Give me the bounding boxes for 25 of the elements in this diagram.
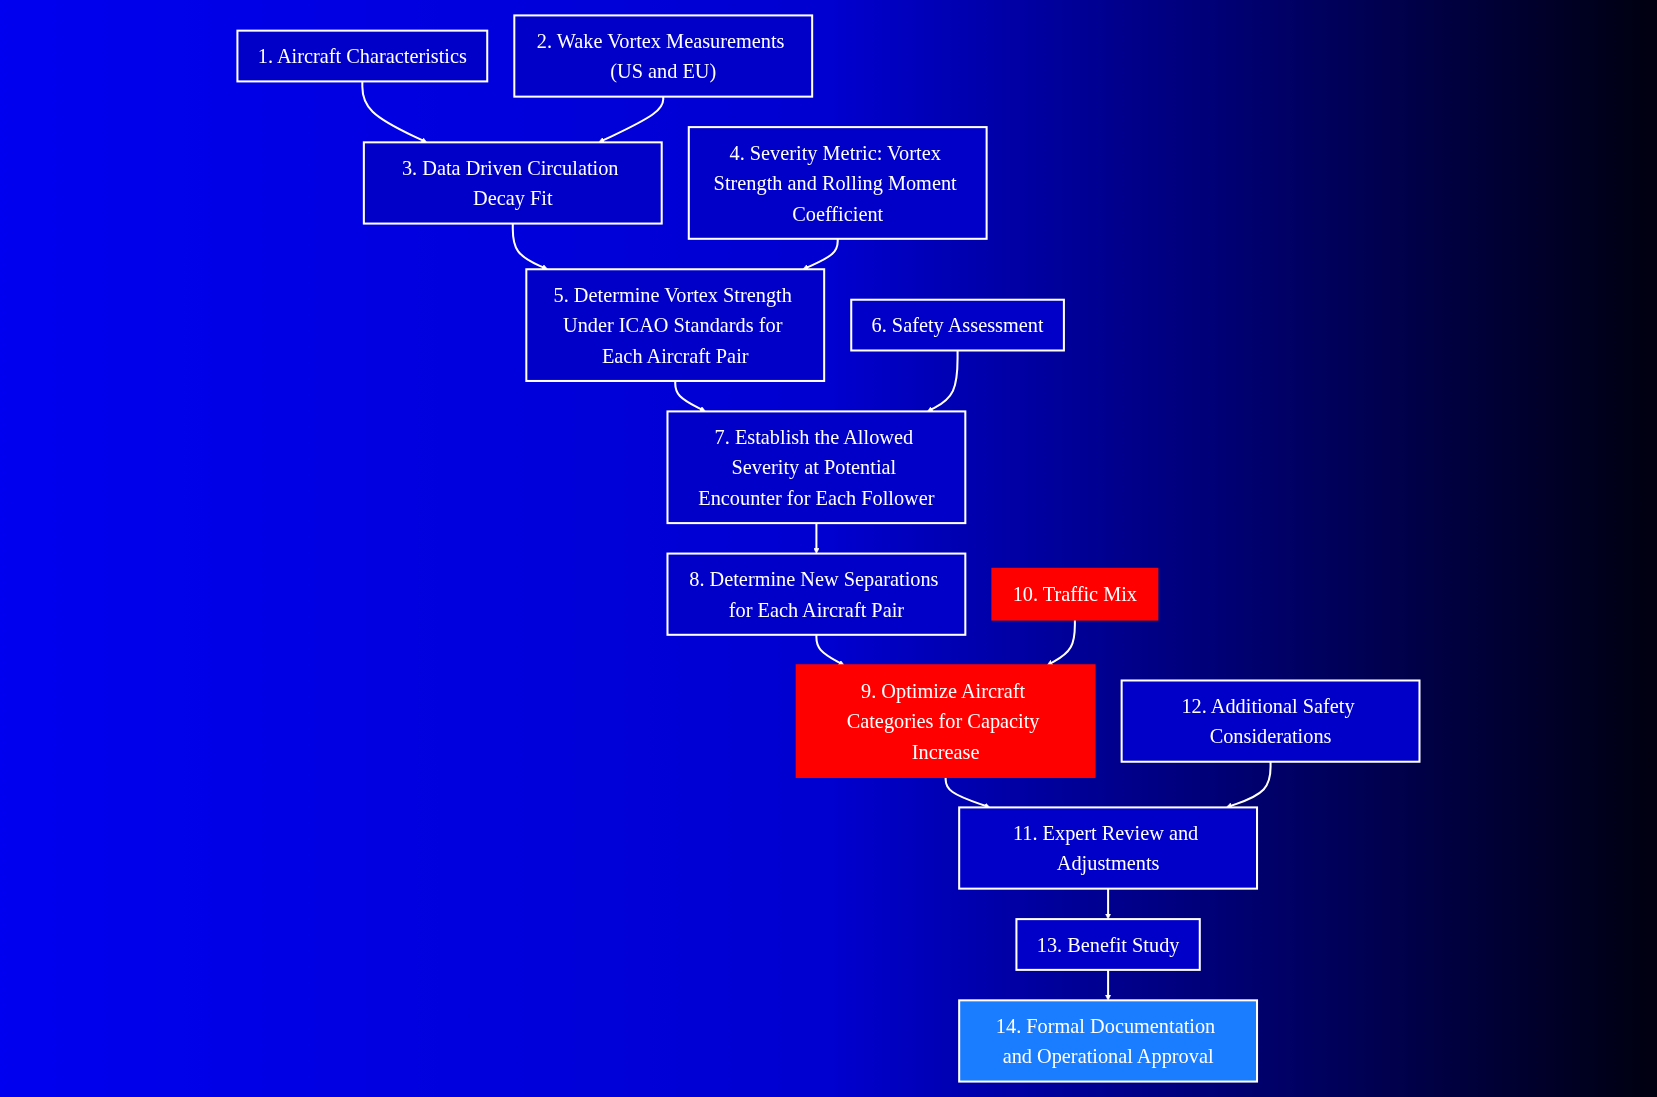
node-box: 13. Benefit Study	[1015, 918, 1201, 971]
node-box: 5. Determine Vortex Strength Under ICAO Standards for Each Aircraft Pair	[525, 268, 826, 382]
node-box: 4. Severity Metric: Vortex Strength and Rolling Moment Coefficient	[687, 126, 988, 240]
arrow	[674, 380, 706, 412]
arrow	[1046, 619, 1076, 666]
node-box: 6. Safety Assessment	[850, 298, 1065, 352]
node-box: 11. Expert Review and Adjustments	[958, 806, 1259, 890]
arrow	[598, 96, 665, 143]
arrow	[1105, 888, 1112, 920]
node-box: 8. Determine New Separations for Each Aircraft Pair	[666, 552, 967, 636]
arrow	[802, 238, 839, 270]
node-box: 12. Additional Safety Considerations	[1120, 679, 1421, 763]
arrow	[815, 634, 845, 666]
node-box: 3. Data Driven Circulation Decay Fit	[362, 141, 663, 225]
node-box: 1. Aircraft Characteristics	[236, 29, 489, 83]
node-box: 9. Optimize Aircraft Categories for Capacity Increase	[795, 664, 1096, 778]
arrow	[813, 523, 820, 554]
arrow	[1105, 969, 1112, 1001]
node-box: 14. Formal Documentation and Operational Approval	[958, 999, 1259, 1083]
node-box: 10. Traffic Mix	[991, 567, 1159, 621]
arrow	[511, 223, 548, 270]
arrow	[927, 350, 959, 412]
arrow	[361, 81, 428, 143]
node-box: 2. Wake Vortex Measurements (US and EU)	[513, 14, 814, 98]
node-box: 7. Establish the Allowed Severity at Potential Encounter for Each Follower	[666, 410, 967, 525]
